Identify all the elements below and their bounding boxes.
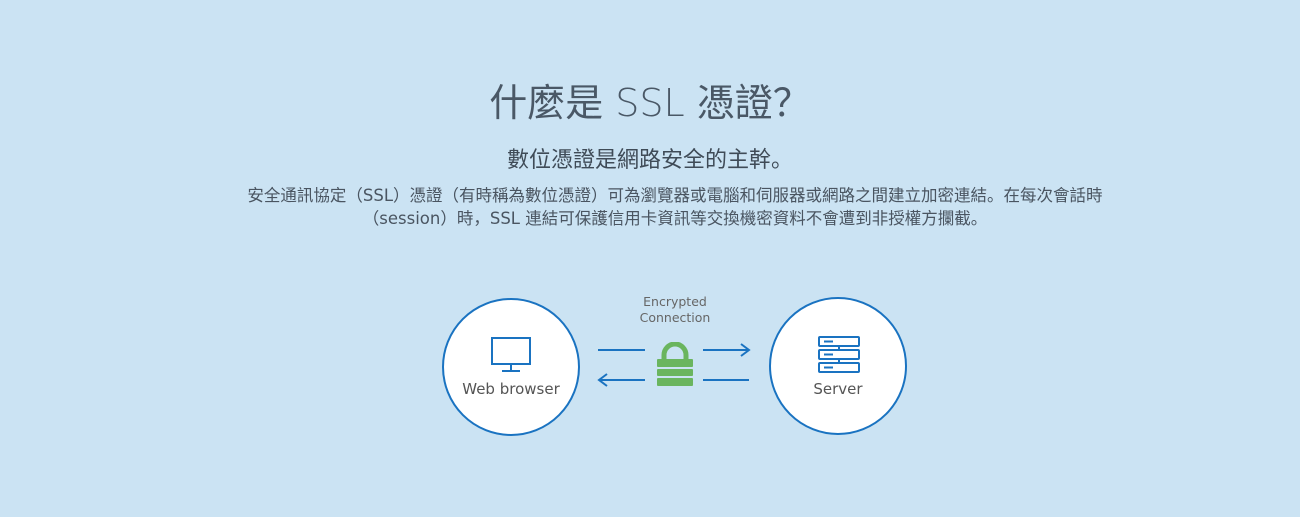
server-node: Server xyxy=(769,297,907,435)
encrypted-label-line-2: Connection xyxy=(639,310,711,325)
description-line-1: 安全通訊協定（SSL）憑證（有時稱為數位憑證）可為瀏覽器或電腦和伺服器或網路之間… xyxy=(247,186,1103,205)
description: 安全通訊協定（SSL）憑證（有時稱為數位憑證）可為瀏覽器或電腦和伺服器或網路之間… xyxy=(200,184,1150,230)
monitor-icon xyxy=(491,337,531,372)
subtitle: 數位憑證是網路安全的主幹。 xyxy=(506,148,793,173)
server-label: Server xyxy=(813,380,863,398)
page-title: 什麼是 SSL 憑證？ xyxy=(489,81,811,125)
server-icon xyxy=(818,336,860,373)
description-line-2: （session）時，SSL 連結可保護信用卡資訊等交換機密資料不會遭到非授權方… xyxy=(362,209,988,228)
encrypted-label-line-1: Encrypted xyxy=(643,294,707,309)
web-browser-node: Web browser xyxy=(442,298,580,436)
connection-arrows xyxy=(597,343,751,387)
lock-icon xyxy=(657,342,693,386)
web-browser-label: Web browser xyxy=(462,380,560,398)
encrypted-connection-label: Encrypted Connection xyxy=(600,294,750,326)
